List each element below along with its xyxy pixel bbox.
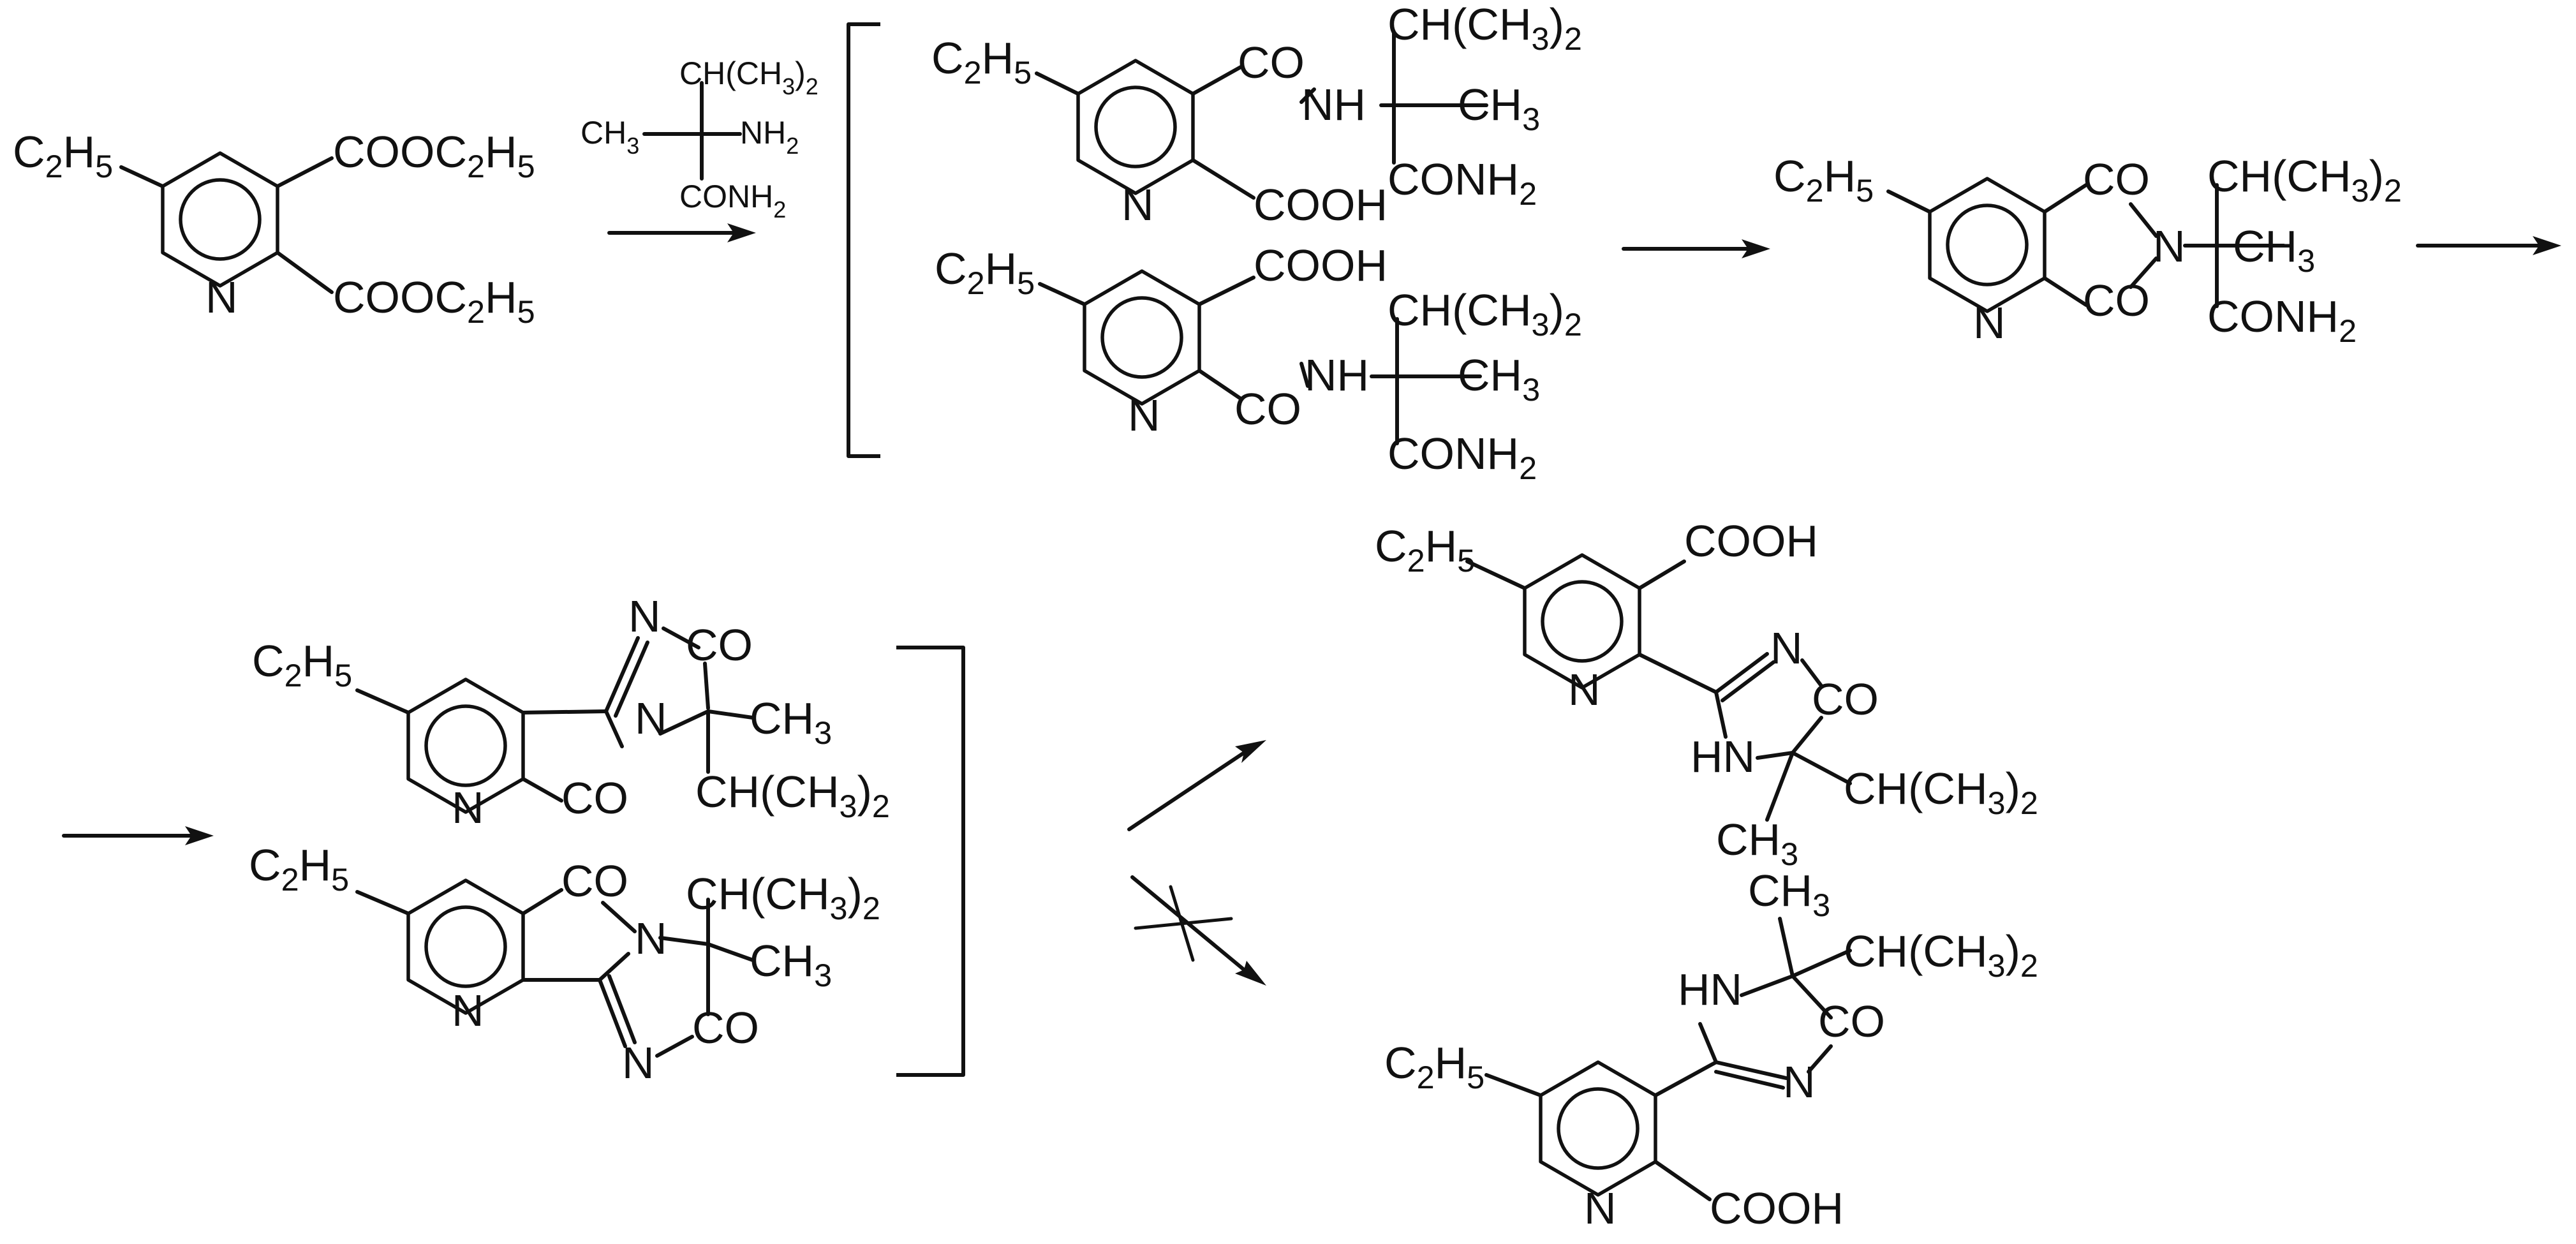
methyl-label: CH3 <box>1716 815 1798 872</box>
acid-label: COOH <box>1254 180 1388 230</box>
co-bottom-label: CO <box>2083 276 2150 325</box>
acid-label: COOH <box>1684 516 1818 566</box>
ring-nitrogen-label: N <box>205 272 238 322</box>
nh-label: NH <box>1301 80 1366 130</box>
ethyl-label: C2H5 <box>931 33 1032 91</box>
carbonyl-label: CO <box>1812 674 1879 724</box>
methyl-label: CH3 <box>1748 866 1830 923</box>
imidazolone-nitrogen-label: N <box>1783 1057 1816 1107</box>
methyl-label: CH3 <box>750 693 832 751</box>
tricyclic-1-molecule: C2H5 N N CO N CH3 CO CH(CH3)2 <box>252 591 890 833</box>
product-2-molecule: CH3 CH(CH3)2 HN CO N C2H5 N COOH <box>1384 866 2038 1233</box>
ring-nitrogen-label: N <box>1121 180 1154 230</box>
ester-bottom-label: COOC2H5 <box>333 272 535 330</box>
blocked-cross-stroke-2 <box>1169 885 1195 962</box>
imidazolone-nitrogen-label: N <box>1770 623 1803 673</box>
lactam-co-label: CO <box>561 856 628 906</box>
methyl-label: CH3 <box>1458 80 1540 137</box>
ethyl-label: C2H5 <box>1384 1038 1484 1095</box>
aromatic-circle <box>1541 580 1624 663</box>
aromatic-circle <box>179 178 262 261</box>
acid-label: COOH <box>1254 241 1388 290</box>
ring-nitrogen-label: N <box>1568 665 1601 715</box>
ester-top-label: COOC2H5 <box>333 127 535 184</box>
hn-label: HN <box>1678 965 1742 1014</box>
imine-nitrogen-label: N <box>628 591 661 641</box>
acid-label: COOH <box>1710 1183 1844 1233</box>
reaction-arrow-1 <box>607 223 756 242</box>
bracket-left <box>847 22 880 458</box>
ethyl-label: C2H5 <box>935 244 1035 301</box>
reagent-amide-label: CONH2 <box>679 179 786 223</box>
aromatic-circle <box>1557 1087 1640 1170</box>
reagent-isopropyl-label: CH(CH3)2 <box>679 56 818 100</box>
imide-molecule: C2H5 N CO CO N CH(CH3)2 CH3 CONH2 <box>1773 151 2402 349</box>
blocked-arrow-to-product-2 <box>1130 875 1266 986</box>
ethyl-label: C2H5 <box>252 636 352 693</box>
ring-co-label: CO <box>686 620 753 670</box>
aromatic-circle <box>424 905 507 988</box>
carbonyl-label: CO <box>1238 38 1305 87</box>
ethyl-label: C2H5 <box>1375 521 1475 579</box>
ring-nitrogen-label: N <box>1128 390 1160 440</box>
methyl-label: CH3 <box>1458 350 1540 408</box>
ring-co-label: CO <box>692 1003 759 1053</box>
reactant-molecule: C2H5 N COOC2H5 COOC2H5 <box>13 127 535 330</box>
lactam-co-label: CO <box>561 773 628 823</box>
ring-n-label: N <box>635 914 667 963</box>
tricyclic-2-molecule: C2H5 N CO N CH(CH3)2 CH3 CO N <box>249 840 880 1088</box>
reagent-molecule: CH(CH3)2 CH3 NH2 CONH2 <box>581 56 818 223</box>
intermediate-2-molecule: C2H5 N COOH CO NH CH(CH3)2 CH3 CONH2 <box>935 241 1582 486</box>
hn-label: HN <box>1691 732 1755 781</box>
carbonyl-label: CO <box>1818 996 1885 1046</box>
isopropyl-label: CH(CH3)2 <box>1844 926 2038 984</box>
product-1-molecule: C2H5 N COOH N CO HN CH(CH3)2 CH3 <box>1375 516 2038 872</box>
reaction-arrow-to-product-1 <box>1127 740 1266 831</box>
ethyl-label: C2H5 <box>249 840 349 898</box>
reaction-arrow-2 <box>1622 239 1770 258</box>
imine-nitrogen-label: N <box>622 1038 655 1088</box>
isopropyl-label: CH(CH3)2 <box>686 869 880 926</box>
ring-nitrogen-label: N <box>452 986 484 1035</box>
nh-label: NH <box>1305 350 1369 400</box>
amide-label: CONH2 <box>1388 429 1537 486</box>
reagent-methyl-label: CH3 <box>581 115 639 159</box>
reaction-arrow-4 <box>62 826 214 845</box>
co-top-label: CO <box>2083 154 2150 204</box>
ethyl-label: C2H5 <box>13 127 113 184</box>
ring-n-label: N <box>635 693 667 743</box>
ring-nitrogen-label: N <box>452 783 484 833</box>
ethyl-label: C2H5 <box>1773 151 1874 209</box>
aromatic-circle <box>1946 204 2029 286</box>
bracket-right <box>896 646 965 1077</box>
isopropyl-label: CH(CH3)2 <box>695 767 890 824</box>
amide-label: CONH2 <box>1388 154 1537 212</box>
methyl-label: CH3 <box>750 936 832 993</box>
aromatic-circle <box>1100 296 1183 379</box>
amide-label: CONH2 <box>2207 292 2357 349</box>
isopropyl-label: CH(CH3)2 <box>2207 151 2402 209</box>
ring-nitrogen-label: N <box>1584 1183 1617 1233</box>
reagent-amine-label: NH2 <box>740 115 799 159</box>
isopropyl-label: CH(CH3)2 <box>1844 764 2038 821</box>
reaction-arrow-3 <box>2416 236 2561 255</box>
aromatic-circle <box>424 704 507 787</box>
methyl-label: CH3 <box>2233 221 2315 279</box>
carbonyl-label: CO <box>1234 384 1301 434</box>
isopropyl-label: CH(CH3)2 <box>1388 0 1582 57</box>
isopropyl-label: CH(CH3)2 <box>1388 285 1582 343</box>
ring-nitrogen-label: N <box>1973 298 2006 348</box>
intermediate-1-molecule: C2H5 N CO NH CH3 CH(CH3)2 CONH2 COOH <box>931 0 1582 230</box>
imide-nitrogen-label: N <box>2153 221 2186 271</box>
aromatic-circle <box>1094 85 1177 168</box>
